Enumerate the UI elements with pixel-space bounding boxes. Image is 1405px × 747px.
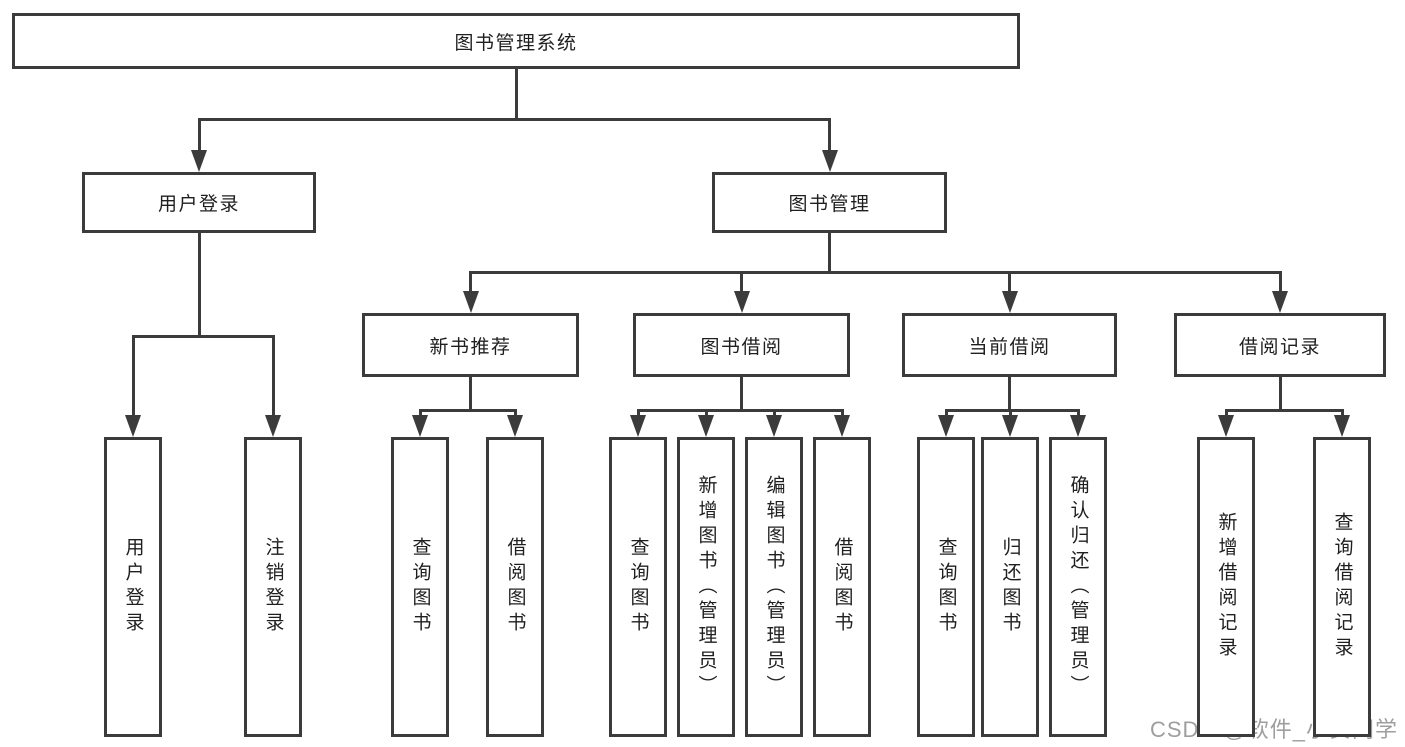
connector-bar-book-mgmt — [469, 271, 1282, 274]
connector-stem-book-borrow — [740, 377, 743, 412]
arrowhead-user-login — [191, 150, 207, 172]
arrowhead-cb-return-book — [1002, 415, 1018, 437]
connector-drop-book-mgmt — [828, 118, 831, 152]
diagram-node-bb-edit-book: 编辑图书（管理员） — [745, 437, 803, 737]
connector-stem-current-borrow — [1008, 377, 1011, 412]
node-label-root: 图书管理系统 — [454, 32, 578, 54]
connector-drop-br-query-record — [1340, 409, 1344, 417]
connector-bar-user-login — [131, 335, 275, 338]
arrowhead-rec-query-book — [412, 415, 428, 437]
connector-bar-current-borrow — [944, 409, 1080, 412]
diagram-node-book-borrow: 图书借阅 — [633, 313, 850, 377]
connector-stem-user-login — [197, 233, 201, 338]
connector-drop-bb-edit-book — [772, 409, 776, 417]
node-label-book-borrow: 图书借阅 — [700, 336, 783, 358]
node-label-user-login: 用户登录 — [157, 194, 240, 215]
node-label-br-query-record: 查询借阅记录 — [1331, 512, 1353, 662]
diagram-node-user-login: 用户登录 — [82, 172, 316, 233]
arrowhead-borrow-records — [1272, 291, 1288, 313]
arrowhead-cb-query-book — [938, 415, 954, 437]
node-label-rec-borrow-book: 借阅图书 — [504, 537, 526, 637]
arrowhead-rec-borrow-book — [507, 415, 523, 437]
connector-drop-current-borrow — [1008, 271, 1011, 293]
diagram-node-cb-query-book: 查询图书 — [917, 437, 975, 737]
connector-bar-book-borrow — [636, 409, 844, 412]
connector-drop-br-add-record — [1224, 409, 1228, 417]
diagram-node-new-book-rec: 新书推荐 — [362, 313, 579, 377]
diagram-node-book-mgmt: 图书管理 — [712, 172, 947, 233]
connector-drop-cb-return-book — [1008, 409, 1012, 417]
node-label-bb-borrow-book: 借阅图书 — [831, 537, 853, 637]
node-label-bb-query-book: 查询图书 — [627, 537, 649, 637]
diagram-node-root: 图书管理系统 — [12, 13, 1020, 69]
diagram-node-br-query-record: 查询借阅记录 — [1313, 437, 1371, 737]
diagram-node-login-user-login: 用户登录 — [104, 437, 162, 737]
connector-drop-bb-query-book — [636, 409, 640, 417]
diagram-node-current-borrow: 当前借阅 — [902, 313, 1117, 377]
node-label-br-add-record: 新增借阅记录 — [1215, 512, 1237, 662]
diagram-node-br-add-record: 新增借阅记录 — [1197, 437, 1255, 737]
arrowhead-book-mgmt — [821, 150, 838, 172]
connector-drop-new-book-rec — [469, 271, 472, 293]
connector-stem-new-book-rec — [469, 377, 472, 412]
connector-stem-book-mgmt — [828, 233, 831, 274]
node-label-cb-return-book: 归还图书 — [999, 537, 1021, 637]
node-label-cb-confirm-return: 确认归还（管理员） — [1067, 474, 1089, 700]
node-label-new-book-rec: 新书推荐 — [429, 336, 512, 358]
connector-bar-root — [197, 118, 831, 121]
arrowhead-bb-add-book — [698, 415, 714, 437]
node-label-borrow-records: 借阅记录 — [1238, 336, 1321, 358]
diagram-node-bb-query-book: 查询图书 — [609, 437, 667, 737]
arrowhead-cb-confirm-return — [1070, 415, 1086, 437]
arrowhead-new-book-rec — [462, 291, 479, 313]
diagram-node-cb-confirm-return: 确认归还（管理员） — [1049, 437, 1107, 737]
diagram-node-bb-borrow-book: 借阅图书 — [813, 437, 871, 737]
diagram-node-cb-return-book: 归还图书 — [981, 437, 1039, 737]
connector-bar-new-book-rec — [418, 409, 517, 412]
arrowhead-bb-edit-book — [766, 415, 782, 437]
arrowhead-bb-borrow-book — [834, 415, 850, 437]
connector-drop-bb-add-book — [704, 409, 708, 417]
diagram-node-bb-add-book: 新增图书（管理员） — [677, 437, 735, 737]
arrowhead-login-user-login — [125, 415, 141, 437]
arrowhead-bb-query-book — [630, 415, 646, 437]
diagram-node-login-logout: 注销登录 — [244, 437, 302, 737]
connector-drop-book-borrow — [740, 271, 743, 293]
arrowhead-br-add-record — [1218, 415, 1234, 437]
connector-drop-login-logout — [271, 335, 275, 417]
node-label-bb-add-book: 新增图书（管理员） — [695, 474, 717, 700]
connector-drop-login-user-login — [131, 335, 135, 417]
diagram-node-borrow-records: 借阅记录 — [1174, 313, 1386, 377]
node-label-current-borrow: 当前借阅 — [968, 336, 1051, 358]
arrowhead-book-borrow — [733, 291, 750, 313]
node-label-login-user-login: 用户登录 — [122, 537, 144, 637]
diagram-node-rec-borrow-book: 借阅图书 — [486, 437, 544, 737]
connector-bar-borrow-records — [1224, 409, 1344, 412]
node-label-rec-query-book: 查询图书 — [409, 537, 431, 637]
diagram-node-rec-query-book: 查询图书 — [391, 437, 449, 737]
arrowhead-br-query-record — [1334, 415, 1350, 437]
connector-drop-cb-query-book — [944, 409, 948, 417]
node-label-bb-edit-book: 编辑图书（管理员） — [763, 474, 785, 700]
connector-drop-rec-query-book — [418, 409, 422, 417]
node-label-cb-query-book: 查询图书 — [935, 537, 957, 637]
connector-drop-user-login — [197, 118, 201, 152]
connector-drop-borrow-records — [1278, 271, 1282, 293]
arrowhead-login-logout — [265, 415, 281, 437]
connector-drop-rec-borrow-book — [513, 409, 517, 417]
node-label-book-mgmt: 图书管理 — [788, 194, 871, 215]
connector-drop-cb-confirm-return — [1076, 409, 1080, 417]
arrowhead-current-borrow — [1001, 291, 1018, 313]
connector-stem-root — [514, 69, 518, 121]
connector-stem-borrow-records — [1278, 377, 1282, 412]
connector-drop-bb-borrow-book — [840, 409, 844, 417]
node-label-login-logout: 注销登录 — [262, 537, 284, 637]
